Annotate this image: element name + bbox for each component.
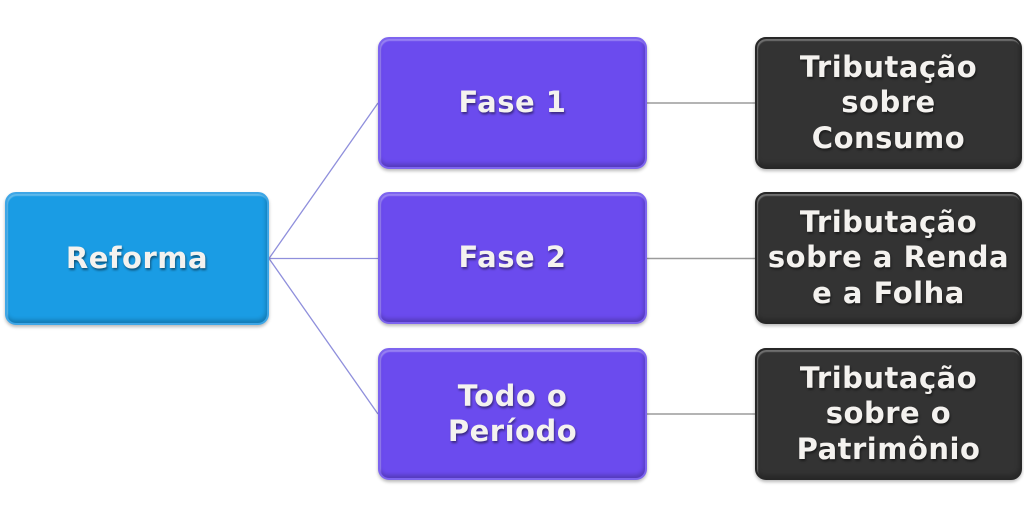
detail-node-tributacao-patrimonio: Tributação sobre o Patrimônio (755, 348, 1022, 480)
detail-node-tributacao-consumo: Tributação sobre Consumo (755, 37, 1022, 169)
phase-node-fase-2: Fase 2 (378, 192, 647, 324)
phase-node-todo-o-periodo: Todo o Período (378, 348, 647, 480)
phase-node-fase-1: Fase 1 (378, 37, 647, 169)
root-node-reforma: Reforma (5, 192, 269, 325)
detail-node-tributacao-renda-folha: Tributação sobre a Renda e a Folha (755, 192, 1022, 324)
detail-node-label: Tributação sobre Consumo (799, 49, 978, 155)
phase-node-label: Fase 1 (458, 85, 567, 120)
phase-node-label: Fase 2 (458, 240, 567, 275)
phase-node-label: Todo o Período (447, 378, 578, 448)
root-node-label: Reforma (65, 240, 209, 275)
connector-root-to-phase-1 (268, 102, 379, 259)
detail-node-label: Tributação sobre a Renda e a Folha (767, 204, 1010, 310)
connector-root-to-phase-3 (268, 258, 379, 415)
detail-node-label: Tributação sobre o Patrimônio (796, 360, 981, 466)
